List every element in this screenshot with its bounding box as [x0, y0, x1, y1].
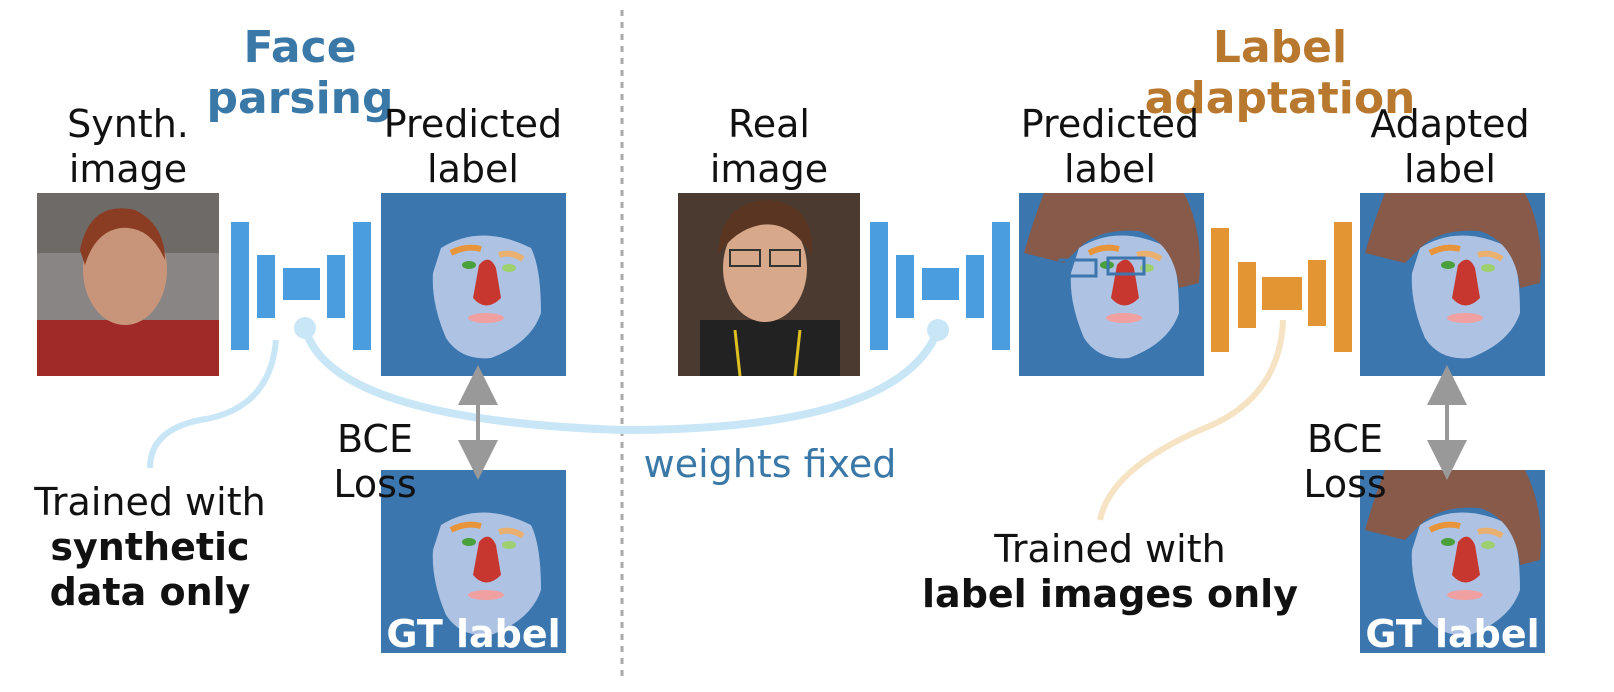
- gt-label-left: GT label: [386, 612, 561, 656]
- adapted-label-image: [1360, 193, 1545, 376]
- gt-label-right: GT label: [1365, 612, 1540, 656]
- synthetic-image: [37, 193, 219, 376]
- label-adaptation-title: Label adaptation: [1144, 22, 1416, 124]
- weights-fixed-note: weights fixed: [643, 442, 897, 486]
- face-parsing-network: [231, 222, 371, 350]
- note-curve-right: [1097, 319, 1286, 521]
- predicted-label-image-real: [1019, 193, 1204, 376]
- note-curve-left: [147, 339, 279, 469]
- real-image: [678, 193, 860, 377]
- predicted-label-image: [381, 193, 566, 376]
- synth-image-caption: Synth.image: [67, 102, 189, 191]
- label-adaptation-network: [1211, 222, 1352, 352]
- bce-loss-left: BCE Loss: [333, 417, 417, 506]
- bce-loss-right: BCE Loss: [1303, 417, 1387, 506]
- face-parsing-network-fixed: [870, 222, 1010, 350]
- shared-weights-curve: [301, 326, 942, 435]
- face-parsing-title: Face parsing: [206, 22, 394, 124]
